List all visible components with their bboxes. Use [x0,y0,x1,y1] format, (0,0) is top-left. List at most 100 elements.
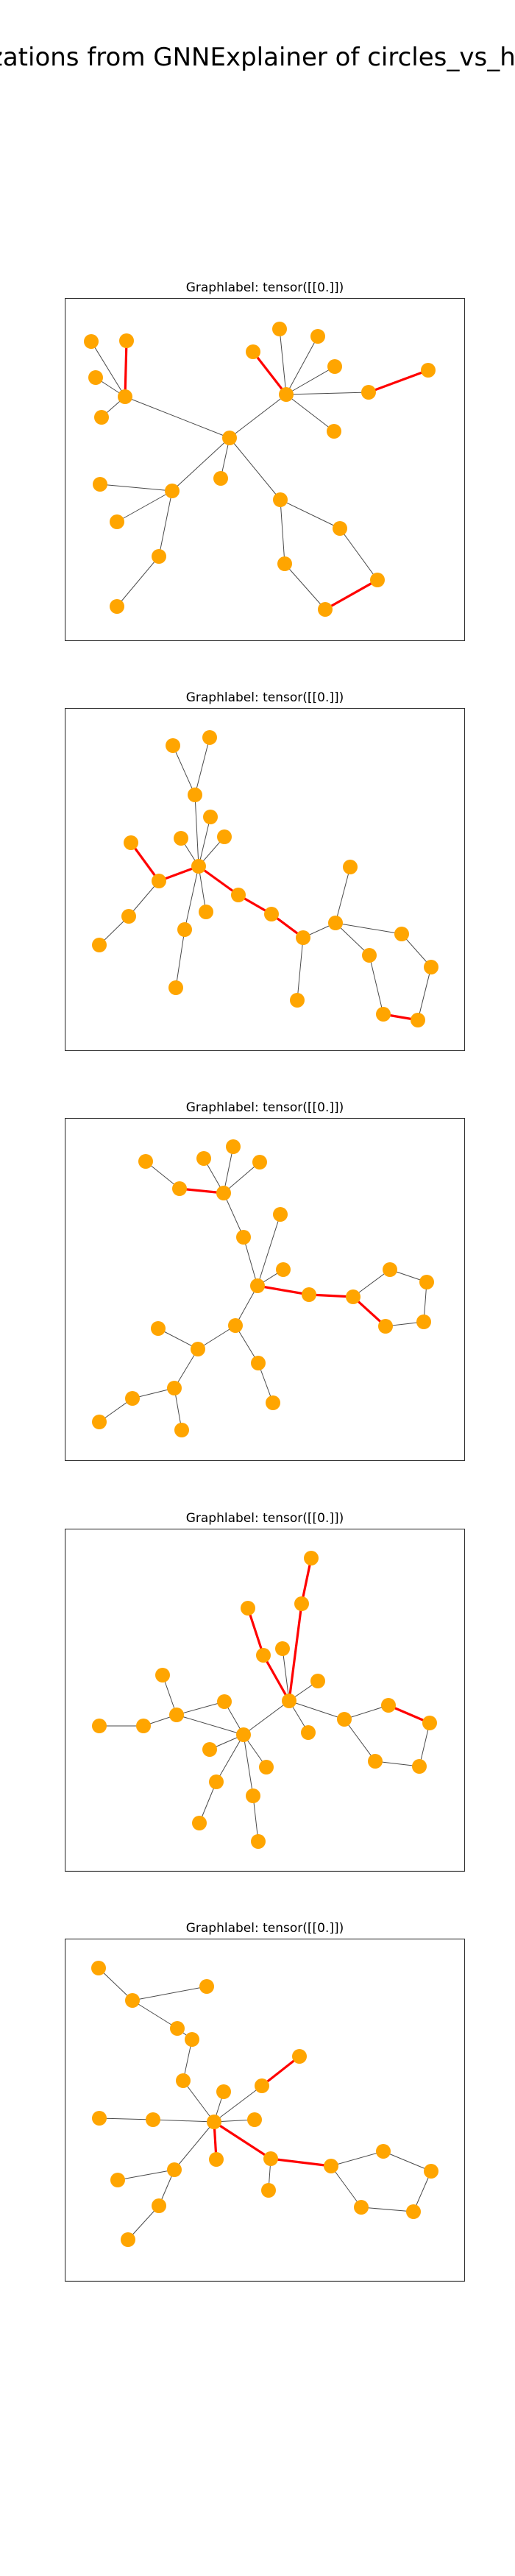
graph-node [246,1788,260,1803]
graph-edge [175,929,185,988]
graph-node [354,2200,369,2215]
graph-edge [176,1701,225,1716]
graph-edge [339,528,378,581]
graph-node [263,2151,278,2166]
graph-edge [124,396,230,439]
graph-node [273,492,288,507]
graph-node [168,980,183,995]
graph-node [196,1151,211,1166]
graph-edge [172,745,196,796]
graph-edge [285,392,369,395]
graph-node [119,333,134,348]
graph-edge [99,484,173,492]
graph-node [231,888,246,902]
graph-node [165,484,180,498]
highlighted-edge [300,1557,313,1604]
graph-edge [117,2169,175,2181]
graph-edge [197,1325,236,1350]
plot-frame [65,708,465,1051]
graph-node [213,471,228,486]
graph-edge [413,2170,432,2212]
highlighted-edge [124,340,128,397]
graph-plot [65,1118,465,1461]
plot-frame [65,298,465,641]
graph-node [346,1289,360,1304]
highlighted-edge [129,842,160,882]
graph-node [279,387,294,402]
graph-node [294,1596,309,1611]
highlighted-edge [213,2120,271,2160]
graph-edge [335,866,351,924]
graph-edge [199,1781,217,1824]
graph-node [216,2084,231,2099]
graph-edge [280,499,285,565]
graph-edge [330,2165,362,2208]
graph-edge [216,1734,244,1783]
highlighted-edge [252,351,288,395]
graph-edge [152,2119,215,2123]
graph-edge [296,937,304,1001]
graph-edge [174,1348,199,1389]
graph-node [261,2183,276,2198]
graph-node [236,1727,251,1742]
graph-node [202,1742,217,1757]
graph-edge [252,1795,259,1842]
graph-node [209,1774,224,1789]
graph-node [124,835,138,850]
graph-edge [223,1161,260,1194]
graph-node [273,1207,288,1222]
graph-node [121,2232,135,2247]
panel-title: Graphlabel: tensor([[0.]]) [185,1100,344,1115]
graph-node [152,874,166,888]
graph-node [302,1287,316,1302]
graph-node [310,329,325,344]
graph-edge [90,341,126,397]
graph-edge [116,490,173,523]
graph-node [177,922,192,937]
highlighted-edge [270,2157,332,2168]
graph-edge [194,737,210,796]
graph-node [92,1719,107,1733]
graph-edge [419,1722,430,1767]
graph-node [217,1694,232,1709]
graph-node [264,907,279,921]
graph-node [170,2021,185,2036]
graph-edge [288,1700,345,1720]
graph-edge [132,2000,178,2029]
graph-edge [401,933,432,968]
graph-panel-2: Graphlabel: tensor([[0.]]) [0,690,515,1073]
graph-node [92,2111,107,2126]
graph-node [362,948,377,963]
graph-node [251,1356,266,1370]
graph-edge [132,1986,207,2001]
graph-node [203,810,218,824]
graph-node [191,859,206,874]
graph-edge [184,866,199,930]
graph-node [416,1314,431,1329]
graph-node [191,1342,205,1356]
graph-node [94,410,109,425]
graph-node [419,1275,434,1289]
graph-node [228,1318,243,1333]
graph-edge [279,328,287,395]
figure-title-text: zations from GNNExplainer of circles_vs_… [0,43,515,72]
graph-node [381,1698,396,1713]
graph-node [255,2078,269,2093]
graph-edge [128,880,160,917]
graph-node [424,2164,438,2179]
graph-node [91,1961,106,1975]
graph-edge [116,556,160,607]
graph-node [152,549,166,564]
graph-edge [417,966,432,1021]
graph-node [406,2204,421,2219]
highlighted-edge [246,1607,265,1656]
graph-edge [213,2085,263,2123]
highlighted-edge [368,369,429,394]
graph-node [192,1816,207,1830]
graph-edge [285,336,319,395]
graph-panel-3: Graphlabel: tensor([[0.]]) [0,1100,515,1483]
graph-edge [335,922,402,935]
graph-edge [383,2151,432,2172]
graph-node [282,1694,296,1708]
graph-node [152,2198,166,2213]
